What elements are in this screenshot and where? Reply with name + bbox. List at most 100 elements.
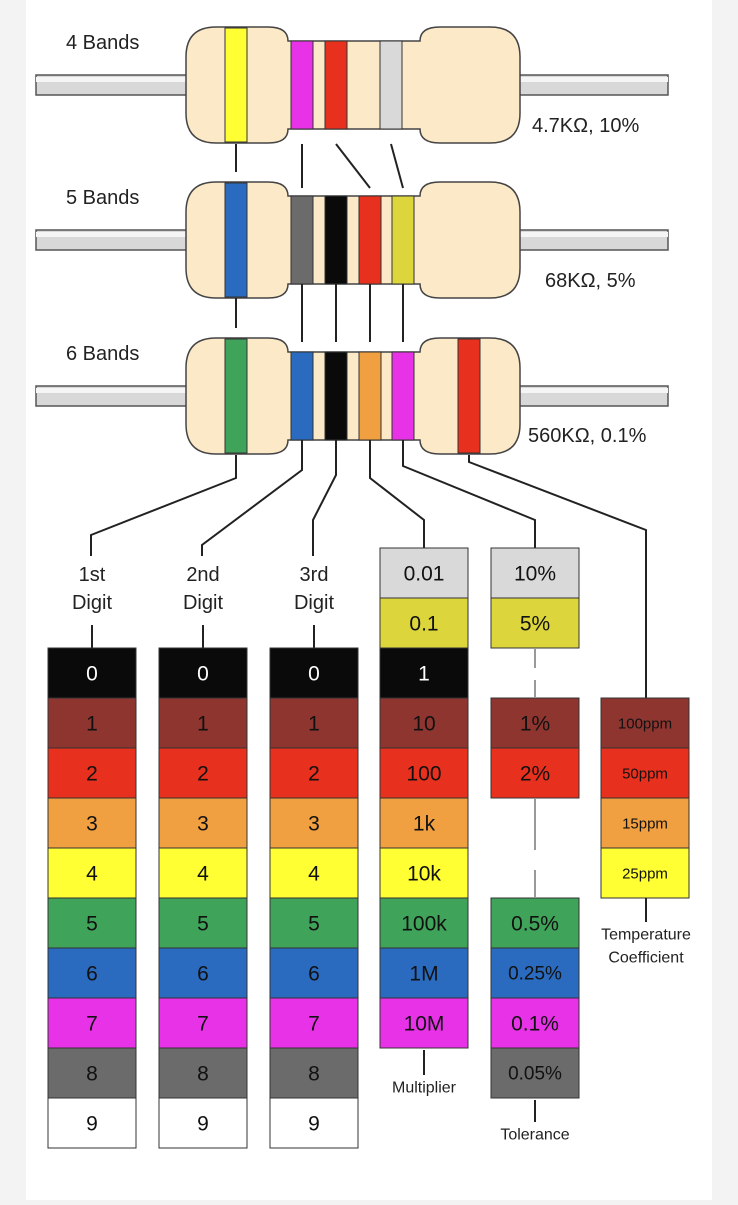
digit-cell — [269, 847, 359, 899]
resistor-band — [391, 351, 415, 441]
resistor-band — [224, 338, 248, 454]
temperature-label: Coefficient — [608, 950, 684, 967]
digit-value: 0 — [197, 663, 209, 686]
temperature-value: 25ppm — [622, 866, 668, 883]
digit-cell — [269, 747, 359, 799]
digit-cell — [269, 947, 359, 999]
digit-column-header: 2nd — [186, 564, 219, 586]
connector-line — [90, 455, 237, 556]
temperature-value: 50ppm — [622, 766, 668, 783]
multiplier-label: Multiplier — [392, 1080, 457, 1097]
digit-cell — [47, 797, 137, 849]
tolerance-cell — [490, 597, 580, 649]
digit-cell — [269, 797, 359, 849]
temperature-value: 100ppm — [618, 716, 672, 733]
multiplier-value: 0.01 — [404, 563, 445, 586]
connector-line — [369, 440, 425, 548]
resistor-band — [457, 338, 481, 454]
digit-value: 3 — [308, 813, 320, 836]
digit-value: 8 — [308, 1063, 320, 1086]
resistor-band — [358, 351, 382, 441]
resistor-band — [324, 195, 348, 285]
digit-value: 2 — [308, 763, 320, 786]
digit-cell — [158, 747, 248, 799]
digit-value: 1 — [197, 713, 209, 736]
digit-cell — [269, 697, 359, 749]
digit-value: 4 — [197, 863, 209, 886]
tolerance-value: 5% — [520, 613, 550, 636]
connector-line — [468, 455, 647, 698]
multiplier-value: 10k — [407, 863, 441, 886]
digit-value: 7 — [308, 1013, 320, 1036]
multiplier-value: 100 — [406, 763, 441, 786]
resistor-band — [290, 195, 314, 285]
digit-cell — [269, 647, 359, 699]
digit-value: 7 — [86, 1013, 98, 1036]
multiplier-value: 10 — [412, 713, 435, 736]
digit-value: 0 — [308, 663, 320, 686]
multiplier-value: 1M — [409, 963, 438, 986]
digit-value: 2 — [197, 763, 209, 786]
tolerance-value: 10% — [514, 563, 556, 586]
multiplier-cell — [379, 697, 469, 749]
temperature-cell — [600, 847, 690, 899]
digit-cell — [158, 797, 248, 849]
tolerance-value: 0.05% — [508, 1064, 562, 1085]
tolerance-cell — [490, 997, 580, 1049]
digit-cell — [47, 647, 137, 699]
digit-column-header: Digit — [183, 592, 223, 614]
tolerance-value: 0.1% — [511, 1013, 559, 1036]
multiplier-value: 0.1 — [409, 613, 438, 636]
temperature-cell — [600, 797, 690, 849]
resistor-value-label: 68KΩ, 5% — [545, 270, 636, 292]
tolerance-cell — [490, 747, 580, 799]
digit-value: 8 — [86, 1063, 98, 1086]
digit-value: 8 — [197, 1063, 209, 1086]
digit-value: 9 — [86, 1113, 98, 1136]
digit-value: 1 — [86, 713, 98, 736]
tolerance-value: 2% — [520, 763, 550, 786]
resistor-body — [185, 337, 521, 455]
resistor-band — [379, 40, 403, 130]
digit-cell — [158, 1097, 248, 1149]
connector-line — [390, 143, 404, 189]
multiplier-value: 100k — [401, 913, 447, 936]
resistor-band — [290, 351, 314, 441]
resistor-band-count-label: 6 Bands — [66, 343, 139, 365]
tolerance-value: 1% — [520, 713, 550, 736]
resistor-body — [185, 26, 521, 144]
digit-value: 6 — [197, 963, 209, 986]
multiplier-cell — [379, 647, 469, 699]
resistor-band — [358, 195, 382, 285]
digit-value: 6 — [308, 963, 320, 986]
digit-value: 7 — [197, 1013, 209, 1036]
digit-cell — [47, 1047, 137, 1099]
resistor-band — [324, 351, 348, 441]
multiplier-value: 1k — [413, 813, 436, 836]
digit-value: 4 — [86, 863, 98, 886]
multiplier-value: 10M — [404, 1013, 445, 1036]
digit-cell — [47, 747, 137, 799]
digit-column-header: Digit — [72, 592, 112, 614]
digit-cell — [158, 947, 248, 999]
multiplier-value: 1 — [418, 663, 430, 686]
digit-cell — [269, 1047, 359, 1099]
resistor-band — [290, 40, 314, 130]
temperature-label: Temperature — [601, 927, 691, 944]
connector-line — [201, 440, 303, 556]
digit-value: 9 — [197, 1113, 209, 1136]
digit-cell — [47, 847, 137, 899]
digit-value: 9 — [308, 1113, 320, 1136]
digit-cell — [47, 897, 137, 949]
tolerance-cell — [490, 1047, 580, 1099]
digit-value: 3 — [86, 813, 98, 836]
multiplier-cell — [379, 947, 469, 999]
temperature-value: 15ppm — [622, 816, 668, 833]
digit-cell — [47, 1097, 137, 1149]
resistor-band-count-label: 5 Bands — [66, 187, 139, 209]
digit-value: 4 — [308, 863, 320, 886]
connector-line — [312, 440, 337, 556]
multiplier-cell — [379, 847, 469, 899]
